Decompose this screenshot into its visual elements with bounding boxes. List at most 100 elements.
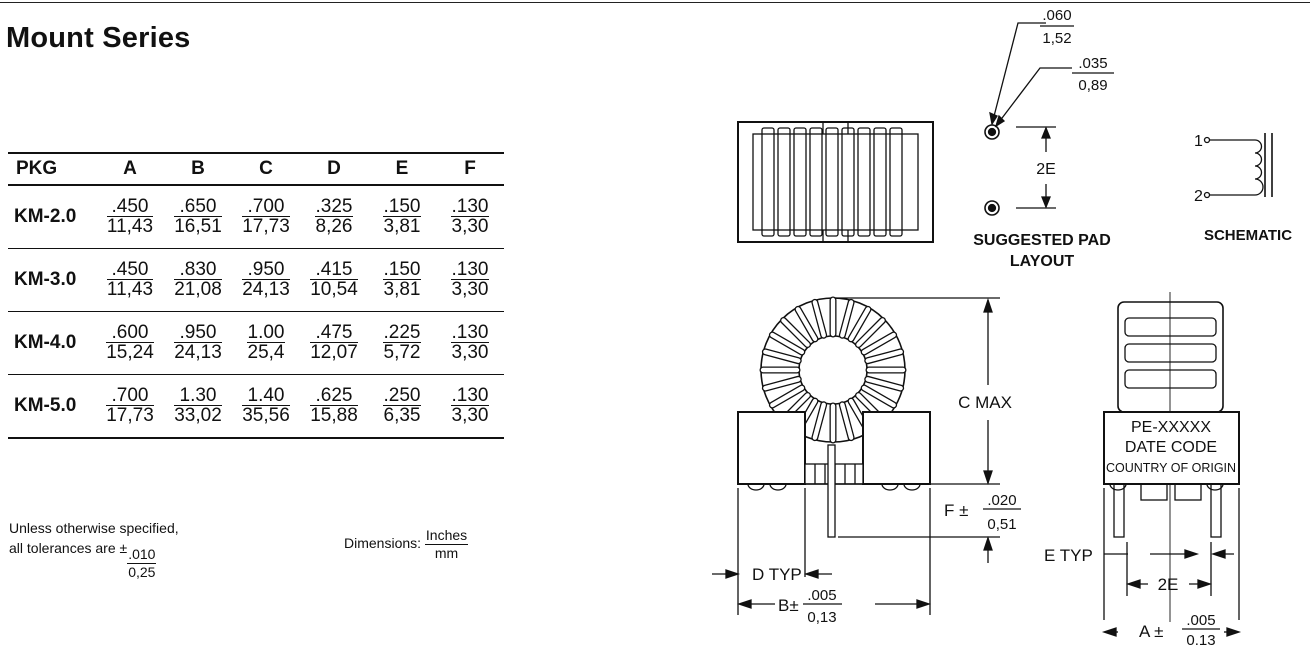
- tolerance-note: Unless otherwise specified, all toleranc…: [9, 518, 179, 580]
- inductor-front-view: [712, 296, 1000, 615]
- pkg-cell: KM-2.0: [8, 185, 96, 249]
- winding-turn: [841, 127, 855, 237]
- f-num: .020: [987, 492, 1016, 509]
- inch-value: .650: [174, 197, 222, 217]
- toroid-turn: [861, 385, 896, 408]
- inch-value: .600: [106, 323, 154, 343]
- inch-value: .700: [242, 197, 290, 217]
- pad-layout-title-line2: LAYOUT: [1010, 253, 1075, 270]
- inch-value: .130: [450, 195, 490, 217]
- b-den: 0,13: [807, 609, 836, 626]
- d-typ-label: D TYP: [752, 565, 802, 584]
- toroid-turn: [781, 318, 810, 347]
- mm-value: 8,26: [315, 215, 353, 237]
- toroid-turn: [763, 349, 801, 363]
- inch-value: .130: [450, 258, 490, 280]
- pkg-cell: KM-3.0: [8, 248, 96, 312]
- column-header: A: [96, 153, 164, 186]
- a-label: A ±: [1139, 622, 1163, 641]
- b-num: .005: [807, 587, 836, 604]
- winding-turn: [873, 127, 887, 237]
- column-header: C: [232, 153, 300, 186]
- mm-value: 24,13: [242, 278, 290, 300]
- dimensions-label: Dimensions:: [344, 535, 422, 552]
- mm-value: 25,4: [247, 341, 285, 363]
- toroid-turn: [865, 377, 903, 391]
- pad-inner-den: 0,89: [1078, 77, 1107, 94]
- mm-value: 17,73: [106, 404, 154, 426]
- winding-turn: [809, 127, 823, 237]
- inch-value: .150: [382, 258, 422, 280]
- mm-value: 15,24: [106, 341, 154, 363]
- toroid-turn: [763, 377, 801, 391]
- tolerance-fraction: .010 0,25: [127, 546, 157, 581]
- inch-value: .325: [314, 195, 354, 217]
- winding-turn: [857, 127, 871, 237]
- tolerance-line1: Unless otherwise specified,: [9, 520, 179, 536]
- toroid-turn: [856, 318, 885, 347]
- e-typ-label: E TYP: [1044, 546, 1093, 565]
- pad-layout-title-line1: SUGGESTED PAD: [973, 232, 1111, 249]
- toroid-turn: [840, 300, 854, 338]
- tolerance-num: .010: [127, 546, 157, 564]
- schematic-symbol: [1203, 133, 1273, 199]
- mm-value: 17,73: [242, 215, 290, 237]
- inductor-side-view: [1101, 292, 1242, 637]
- inch-value: 1.30: [174, 386, 222, 406]
- mm-value: 3,30: [451, 215, 489, 237]
- pad-layout-drawing: [984, 22, 1114, 216]
- inch-value: .950: [242, 260, 290, 280]
- dimensions-num: Inches: [424, 527, 469, 545]
- winding-turn: [825, 127, 839, 237]
- mm-value: 3,81: [383, 215, 421, 237]
- mm-value: 11,43: [106, 278, 154, 300]
- inch-value: .150: [382, 195, 422, 217]
- pad-2e-label: 2E: [1036, 161, 1056, 178]
- pkg-cell: KM-5.0: [14, 395, 77, 416]
- toroid-turn: [848, 307, 871, 342]
- mm-value: 15,88: [310, 404, 358, 426]
- column-header: B: [164, 153, 232, 186]
- mm-value: 3,30: [451, 278, 489, 300]
- inch-value: .250: [382, 384, 422, 406]
- mm-value: 6,35: [383, 404, 421, 426]
- mm-value: 24,13: [174, 341, 222, 363]
- tolerance-den: 0,25: [128, 564, 156, 580]
- mm-value: 3,81: [383, 278, 421, 300]
- mm-value: 12,07: [310, 341, 358, 363]
- f-den: 0,51: [987, 516, 1016, 533]
- f-label: F ±: [944, 501, 968, 520]
- dimensions-legend: Dimensions: Inches mm: [344, 527, 469, 562]
- marking-line1: PE-XXXXX: [1131, 419, 1211, 436]
- toroid-turn: [840, 402, 854, 440]
- inch-value: .415: [310, 260, 358, 280]
- tolerance-prefix: all tolerances are ±: [9, 540, 128, 556]
- winding-turn: [889, 127, 903, 237]
- winding-turn: [793, 127, 807, 237]
